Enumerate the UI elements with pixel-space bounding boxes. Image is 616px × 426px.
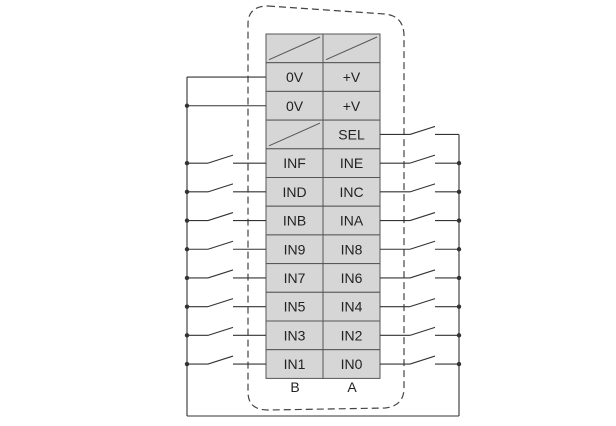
terminal-label-a-7: IN6 [341, 270, 363, 286]
sel-switch [409, 125, 436, 135]
terminal-a-inc-4 [322, 177, 381, 207]
left-junction-4 [184, 189, 190, 195]
terminal-label-b-9: IN3 [284, 327, 306, 343]
terminal-b-in1-10 [265, 349, 324, 379]
terminal-a-in6-7 [322, 263, 381, 293]
terminal-label-b-3: INF [283, 155, 306, 171]
terminal-label-a-10: IN0 [341, 356, 363, 372]
left-switch-3 [207, 154, 234, 164]
right-switch-10 [409, 355, 436, 365]
left-junction-8 [184, 304, 190, 309]
blank-slash-b-2 [268, 122, 321, 147]
left-junction-6 [184, 247, 190, 252]
terminal-label-a-8: IN4 [341, 299, 363, 315]
left-switch-6 [207, 240, 234, 250]
terminal-label-a-9: IN2 [341, 327, 363, 343]
terminal-label-b-10: IN1 [284, 356, 306, 372]
terminal-a-in4-8 [322, 291, 381, 322]
right-switch-9 [409, 326, 436, 336]
left-switch-10 [207, 355, 234, 365]
terminal-label-b-4: IND [282, 184, 306, 200]
column-label-b: B [290, 379, 299, 395]
terminal-b-0v-0 [265, 62, 324, 92]
right-switch-3 [409, 154, 436, 164]
left-junction-3 [184, 160, 190, 166]
header-slash-b [268, 36, 321, 61]
wiring [184, 76, 462, 417]
right-switch-8 [409, 298, 436, 308]
header-slash-a [325, 36, 378, 61]
terminal-label-b-8: IN5 [284, 299, 306, 315]
left-switch-5 [207, 212, 234, 222]
terminal-b-in5-8 [265, 291, 324, 322]
left-switch-9 [207, 326, 234, 336]
terminal-label-a-5: INA [340, 213, 364, 229]
terminal-b-inf-3 [265, 148, 324, 179]
connector-outline [247, 5, 405, 411]
right-switch-4 [409, 183, 436, 193]
left-switch-7 [207, 269, 234, 279]
terminal-a-+v-0 [322, 62, 381, 92]
terminal-b-in9-6 [265, 234, 324, 265]
terminal-label-a-4: INC [339, 184, 363, 200]
column-label-a: A [347, 379, 357, 395]
terminal-label-b-5: INB [283, 213, 306, 229]
terminal-b-in7-7 [265, 263, 324, 293]
left-junction-9 [184, 333, 190, 338]
left-switch-8 [207, 298, 234, 308]
right-switch-6 [409, 240, 436, 250]
right-switch-7 [409, 269, 436, 279]
terminal-label-b-0: 0V [286, 69, 304, 85]
terminal-label-a-1: +V [343, 98, 361, 114]
terminal-label-a-3: INE [340, 155, 363, 171]
left-junction-5 [184, 218, 190, 223]
terminal-label-a-2: SEL [338, 126, 365, 142]
terminal-a-in0-10 [322, 349, 381, 379]
left-switch-4 [207, 183, 234, 193]
terminal-label-b-1: 0V [286, 98, 304, 114]
left-junction-7 [184, 275, 190, 281]
terminal-a-sel-2 [322, 119, 381, 150]
terminal-label-a-0: +V [343, 69, 361, 85]
terminal-label-b-7: IN7 [284, 270, 306, 286]
right-switch-5 [409, 212, 436, 222]
terminal-label-b-6: IN9 [284, 241, 306, 257]
terminal-a-+v-1 [322, 90, 381, 121]
terminal-a-in8-6 [322, 234, 381, 265]
terminal-label-a-6: IN8 [341, 241, 363, 257]
